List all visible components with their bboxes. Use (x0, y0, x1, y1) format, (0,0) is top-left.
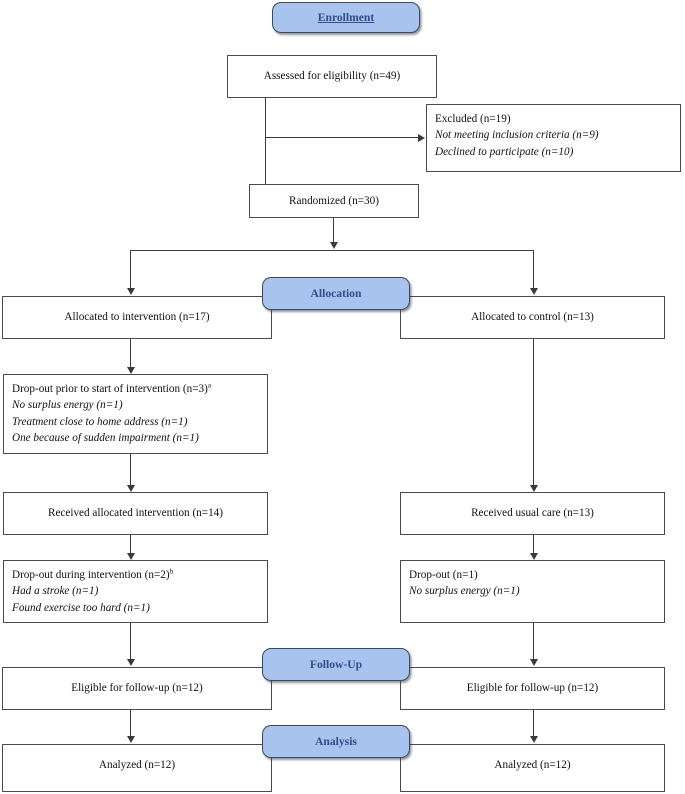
eligible-followup-control-label: Eligible for follow-up (n=12) (466, 682, 599, 695)
box-received-usual-care: Received usual care (n=13) (400, 492, 665, 535)
arrowhead-received-intervention (126, 485, 135, 492)
connector-split-left (130, 250, 132, 288)
connector-followup-to-analyzed-intervention (130, 710, 132, 736)
arrowhead-to-excluded (418, 133, 425, 142)
excluded-heading: Excluded (n=19) (435, 113, 511, 125)
arrowhead-analyzed-intervention (126, 736, 135, 743)
connector-usualcare-to-dropout (533, 535, 535, 553)
box-eligible-followup-intervention: Eligible for follow-up (n=12) (2, 667, 272, 710)
arrowhead-dropout-prior (126, 367, 135, 374)
analyzed-control-label: Analyzed (n=12) (494, 758, 571, 771)
arrowhead-randomized-split (329, 242, 338, 249)
connector-dropout-prior-to-received (130, 454, 132, 485)
box-received-allocated-intervention: Received allocated intervention (n=14) (3, 492, 268, 535)
box-randomized: Randomized (n=30) (249, 184, 419, 218)
dropout-control-reason-1: No surplus energy (n=1) (409, 585, 520, 598)
connector-intervention-to-dropout-prior (130, 339, 132, 367)
connector-allocation-split-bar (130, 250, 534, 252)
dropout-prior-reason-1: No surplus energy (n=1) (12, 399, 123, 412)
dropout-during-heading: Drop-out during intervention (n=2)b (12, 567, 267, 583)
dropout-control-heading: Drop-out (n=1) (409, 569, 478, 581)
allocated-control-label: Allocated to control (n=13) (471, 311, 594, 324)
received-usual-care-label: Received usual care (n=13) (471, 507, 594, 520)
excluded-reason-1: Not meeting inclusion criteria (n=9) (435, 129, 599, 142)
arrowhead-received-usual-care (529, 485, 538, 492)
stage-banner-analysis: Analysis (262, 725, 410, 758)
arrowhead-followup-control (529, 659, 538, 666)
dropout-prior-heading-text: Drop-out prior to start of intervention … (12, 383, 208, 395)
box-eligible-followup-control: Eligible for follow-up (n=12) (400, 667, 665, 710)
arrowhead-followup-intervention (126, 659, 135, 666)
dropout-during-heading-text: Drop-out during intervention (n=2) (12, 569, 170, 581)
connector-dropout-during-to-followup (130, 623, 132, 659)
box-excluded: Excluded (n=19) Not meeting inclusion cr… (426, 104, 681, 172)
arrowhead-dropout-during (126, 553, 135, 560)
dropout-during-footnote-marker: b (169, 567, 174, 576)
randomized-label: Randomized (n=30) (289, 194, 379, 207)
connector-split-right (533, 250, 535, 288)
connector-randomized-stem (333, 218, 335, 243)
dropout-prior-reason-3: One because of sudden impairment (n=1) (12, 432, 199, 445)
arrowhead-dropout-control (529, 553, 538, 560)
arrowhead-to-control (529, 288, 538, 295)
assessed-label: Assessed for eligibility (n=49) (263, 70, 401, 83)
dropout-prior-heading: Drop-out prior to start of intervention … (12, 381, 267, 397)
stage-banner-allocation: Allocation (262, 277, 410, 310)
connector-assessed-to-excluded (265, 137, 419, 139)
box-assessed-for-eligibility: Assessed for eligibility (n=49) (227, 55, 437, 98)
arrowhead-to-intervention (126, 288, 135, 295)
box-dropout-control: Drop-out (n=1) No surplus energy (n=1) (400, 560, 665, 623)
box-dropout-during-intervention: Drop-out during intervention (n=2)b Had … (3, 560, 268, 623)
dropout-prior-footnote-marker: a (207, 381, 212, 390)
connector-followup-to-analyzed-control (533, 710, 535, 736)
stage-banner-enrollment: Enrollment (272, 2, 420, 33)
received-intervention-label: Received allocated intervention (n=14) (48, 507, 223, 520)
analyzed-intervention-label: Analyzed (n=12) (98, 758, 176, 771)
stage-banner-followup: Follow-Up (262, 648, 410, 681)
connector-dropout-control-to-followup (533, 623, 535, 659)
connector-assessed-to-randomized (265, 98, 267, 184)
box-analyzed-intervention: Analyzed (n=12) (2, 744, 272, 792)
dropout-prior-reason-2: Treatment close to home address (n=1) (12, 415, 188, 428)
excluded-reason-2: Declined to participate (n=10) (435, 145, 574, 158)
connector-received-to-dropout-during (130, 535, 132, 553)
dropout-during-reason-1: Had a stroke (n=1) (12, 585, 99, 598)
box-allocated-control: Allocated to control (n=13) (400, 296, 665, 339)
eligible-followup-intervention-label: Eligible for follow-up (n=12) (71, 682, 203, 695)
box-analyzed-control: Analyzed (n=12) (400, 744, 665, 792)
allocated-intervention-label: Allocated to intervention (n=17) (64, 311, 210, 324)
box-allocated-intervention: Allocated to intervention (n=17) (2, 296, 272, 339)
connector-control-to-received (533, 339, 535, 485)
arrowhead-analyzed-control (529, 736, 538, 743)
dropout-during-reason-2: Found exercise too hard (n=1) (12, 601, 150, 614)
box-dropout-prior-to-intervention: Drop-out prior to start of intervention … (3, 374, 268, 454)
